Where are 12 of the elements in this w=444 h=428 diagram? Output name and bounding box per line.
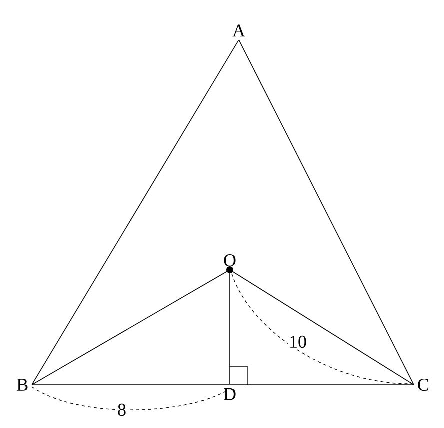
point-label: O (224, 254, 236, 274)
line-segment (32, 384, 230, 386)
point-label: C (418, 378, 428, 392)
point-label: D (224, 388, 236, 400)
point-label: A (232, 24, 246, 37)
dimension-label: 10 (288, 334, 308, 350)
line-segment (230, 384, 414, 386)
line-segment (32, 40, 240, 386)
line-segment (238, 40, 414, 386)
point-label: B (17, 379, 28, 391)
line-segment (32, 270, 230, 386)
dimension-label: 8 (116, 402, 128, 418)
